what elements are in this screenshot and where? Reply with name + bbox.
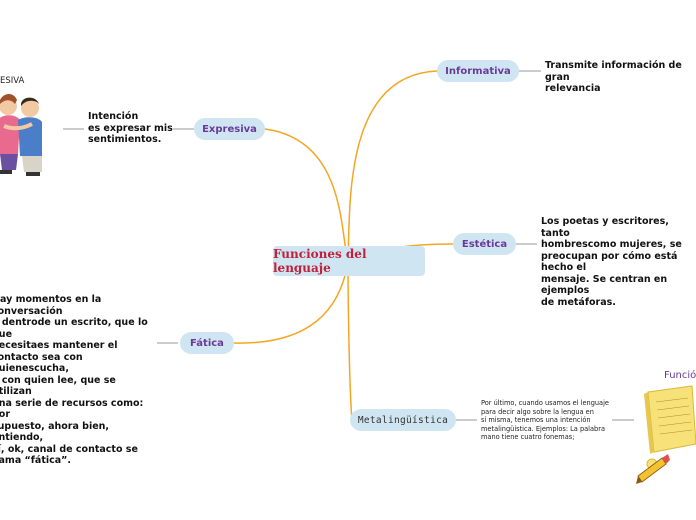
note-with-pencil-image: [636, 385, 696, 484]
estetica-text: Los poetas y escritores, tanto hombresco…: [541, 216, 682, 308]
node-estetica[interactable]: Estética: [453, 233, 516, 255]
link-metalinguistica: [347, 261, 353, 421]
metalinguistica-image-caption: Función: [664, 370, 696, 381]
link-fatica: [233, 261, 349, 344]
node-expresiva-label: Expresiva: [202, 123, 257, 135]
link-expresiva: [264, 128, 349, 263]
central-topic[interactable]: Funciones del lenguaje: [273, 246, 425, 276]
central-topic-label: Funciones del lenguaje: [273, 247, 367, 275]
node-estetica-label: Estética: [461, 238, 508, 250]
informativa-text: Transmite información de gran relevancia: [545, 60, 682, 94]
node-fatica-label: Fática: [190, 337, 224, 349]
node-informativa[interactable]: Informativa: [437, 60, 519, 82]
node-fatica[interactable]: Fática: [180, 332, 234, 354]
node-informativa-label: Informativa: [445, 65, 511, 77]
fatica-text: Hay momentos en la conversación o dentro…: [0, 294, 148, 466]
expresiva-image-caption: ESIVA: [0, 76, 25, 86]
node-metalinguistica-label: Metalingüística: [357, 414, 449, 426]
node-expresiva[interactable]: Expresiva: [194, 118, 265, 140]
metalinguistica-text: Por último, cuando usamos el lenguaje pa…: [481, 399, 609, 442]
hugging-children-image: [0, 94, 42, 176]
node-metalinguistica[interactable]: Metalingüística: [350, 409, 456, 431]
expresiva-text: Intención es expresar mis sentimientos.: [88, 111, 173, 145]
link-informativa: [347, 70, 438, 263]
